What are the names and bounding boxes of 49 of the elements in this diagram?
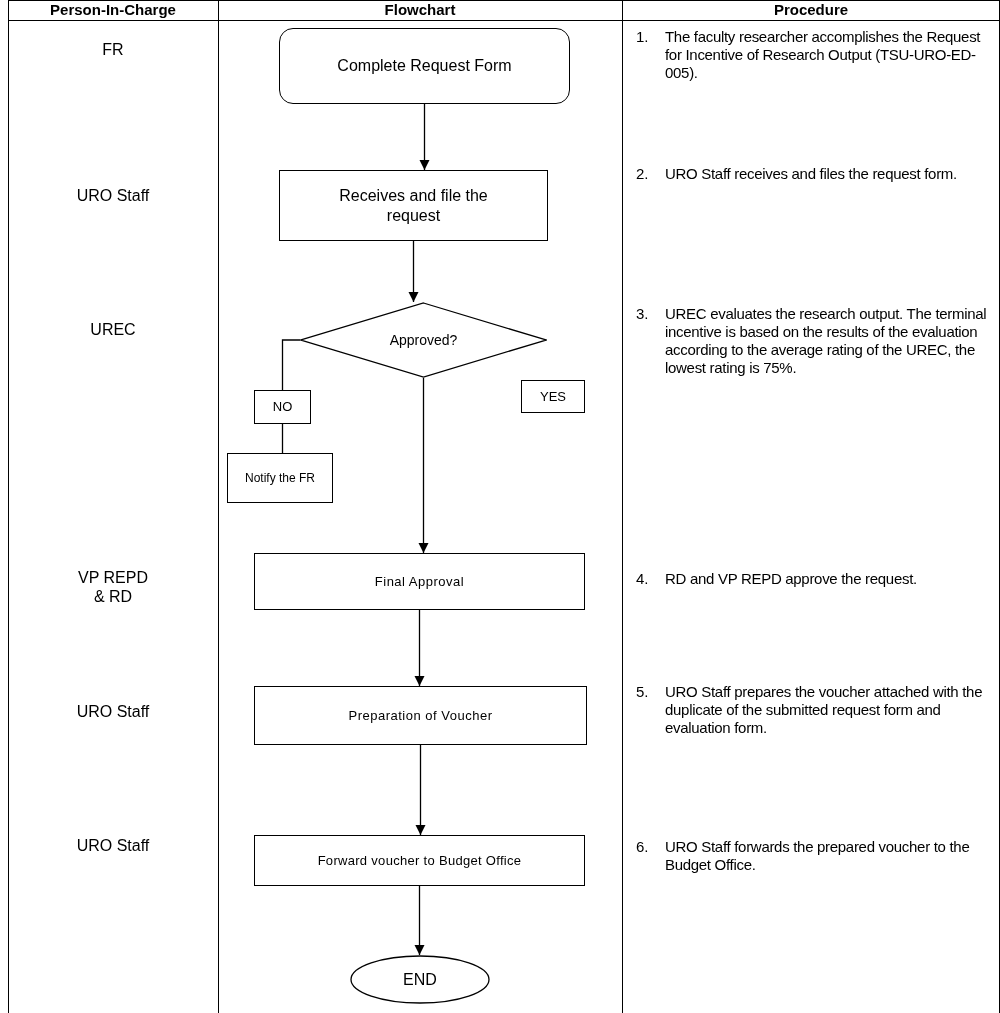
start-box: [279, 28, 570, 104]
procedure-text: URO Staff forwards the prepared voucher to the Budget Office.: [665, 838, 971, 874]
process-box: [521, 380, 585, 413]
end-ellipse: [350, 955, 490, 1004]
procedure-text: RD and VP REPD approve the request.: [665, 570, 918, 588]
node-label: Preparation of Voucher: [348, 706, 493, 725]
person-in-charge: UREC: [89, 320, 137, 339]
process-box: [227, 453, 333, 503]
step-number: 6.: [636, 838, 649, 856]
node-label: Approved?: [389, 331, 458, 350]
person-in-charge: URO Staff: [75, 836, 151, 855]
procedure-text: URO Staff receives and files the request form.: [665, 165, 958, 183]
step-number: 1.: [636, 28, 649, 46]
arrow: [419, 103, 430, 171]
process-box: [254, 835, 585, 886]
process-box: [254, 686, 587, 745]
procedure-text: The faculty researcher accomplishes the Request for Incentive of Research Output (TSU-URO-ED-005).: [665, 28, 982, 82]
arrow: [418, 377, 429, 554]
node-label: Complete Request Form: [337, 56, 512, 76]
node-label: Receives and file the request: [338, 185, 489, 226]
process-box: [254, 390, 311, 424]
person-in-charge: URO Staff: [75, 186, 151, 205]
node-label: NO: [272, 398, 293, 416]
arrow: [408, 240, 419, 303]
step-number: 4.: [636, 570, 649, 588]
column-header: Person-In-Charge: [49, 1, 177, 19]
node-label: END: [403, 969, 437, 990]
node-label: YES: [540, 387, 566, 406]
connector-line: [281, 423, 284, 454]
step-number: 3.: [636, 305, 649, 323]
person-in-charge: FR: [101, 40, 125, 59]
arrow: [415, 744, 426, 836]
person-in-charge: VP REPD & RD: [77, 568, 149, 606]
arrow: [414, 609, 425, 687]
process-box: [254, 553, 585, 610]
column-header: Procedure: [772, 1, 850, 19]
decision-diamond: [300, 302, 547, 378]
arrow: [414, 885, 425, 956]
procedure-text: UREC evaluates the research output. The terminal incentive is based on the results of the evaluation according to the average rating of the UREC, the lowest rating is 75%.: [665, 305, 988, 377]
node-label: Forward voucher to Budget Office: [317, 851, 522, 870]
connector-line: [281, 339, 301, 391]
column-header: Flowchart: [383, 1, 457, 19]
procedure-text: URO Staff prepares the voucher attached with the duplicate of the submitted request form and evaluation form.: [665, 683, 984, 737]
person-in-charge: URO Staff: [75, 702, 151, 721]
process-box: [279, 170, 548, 241]
step-number: 5.: [636, 683, 649, 701]
step-number: 2.: [636, 165, 649, 183]
node-label: Final Approval: [374, 572, 465, 591]
node-label: Notify the FR: [244, 470, 316, 487]
